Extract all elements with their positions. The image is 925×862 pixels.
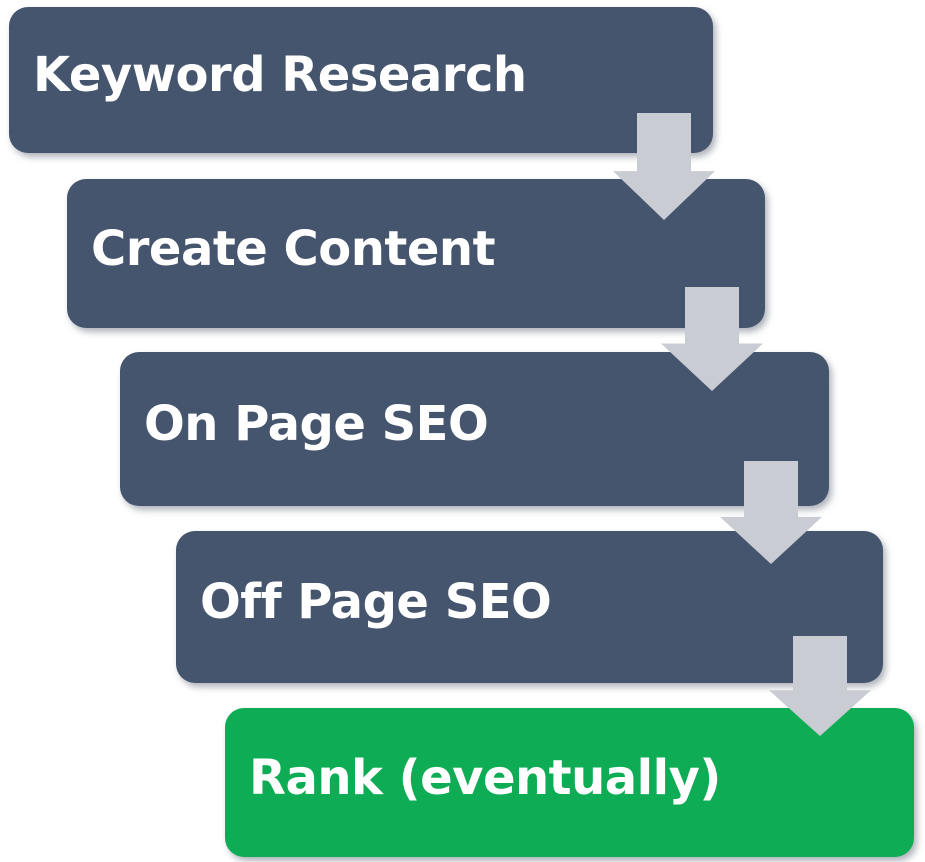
step-off-page-seo-label: Off Page SEO (200, 574, 552, 630)
step-create-content-label: Create Content (91, 220, 496, 277)
down-arrow-icon (661, 287, 763, 392)
step-rank-eventually-label: Rank (eventually) (249, 749, 721, 806)
step-rank-eventually: Rank (eventually) (225, 708, 914, 857)
step-keyword-research: Keyword Research (9, 7, 713, 153)
step-keyword-research-label: Keyword Research (33, 47, 527, 103)
step-on-page-seo-label: On Page SEO (144, 396, 489, 452)
step-off-page-seo: Off Page SEO (176, 531, 883, 683)
down-arrow-icon (613, 113, 715, 220)
down-arrow-icon (720, 461, 822, 565)
down-arrow-icon (769, 636, 871, 737)
step-on-page-seo: On Page SEO (120, 352, 829, 506)
